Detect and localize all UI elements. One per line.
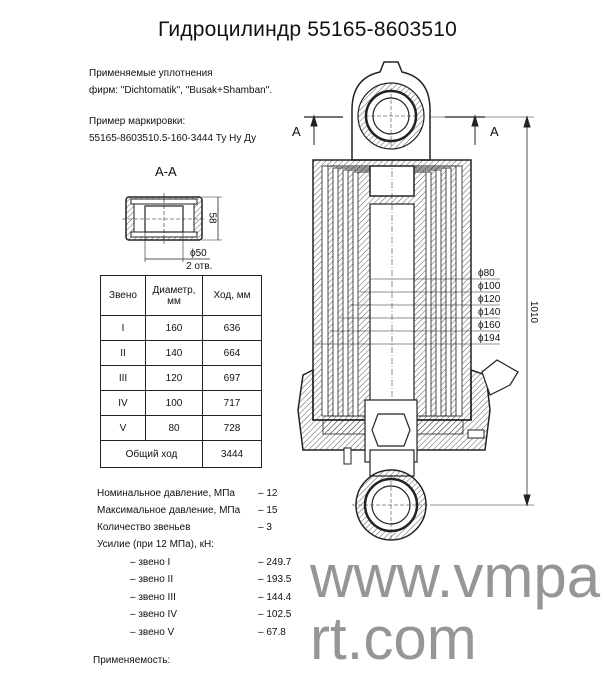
force-item-label: – звено IV [130,609,177,620]
cell-stage: III [100,365,146,391]
section-dim-diameter: ϕ50 [190,248,207,259]
table-header-row: Звено Диаметр, мм Ход, мм [100,275,262,316]
cell-stroke: 697 [202,365,262,391]
cell-stroke: 636 [202,315,262,341]
cylinder-base [297,359,519,465]
cell-diameter: 100 [145,390,203,416]
diameter-label: ϕ194 [478,333,501,344]
section-a-a-view [122,193,222,262]
cell-diameter: 160 [145,315,203,341]
marking-label: Пример маркировки: [89,116,186,127]
diameter-label: ϕ160 [478,320,501,331]
force-item-value: – 144.4 [258,592,292,603]
force-item-value: – 67.8 [258,627,286,638]
drawing-title: Гидроцилиндр 55165-8603510 [158,18,457,41]
applicability-label: Применяемость: [93,655,171,666]
section-dim-count: 2 отв. [186,261,213,272]
diameter-label: ϕ120 [478,294,501,305]
cell-diameter: 120 [145,365,203,391]
cell-diameter: 140 [145,340,203,366]
force-item-label: – звено III [130,592,176,603]
force-item-value: – 102.5 [258,609,292,620]
overall-length-dimension [430,115,534,507]
header-diameter: Диаметр, мм [145,275,203,316]
spec-value: – 3 [258,522,272,533]
cell-stage: V [100,415,146,441]
force-item-label: – звено I [130,557,171,568]
cell-stage: IV [100,390,146,416]
force-item-value: – 249.7 [258,557,292,568]
spec-label: Максимальное давление, МПа [97,505,241,516]
cut-label-left: А [292,124,301,139]
diameter-leaders [313,278,500,345]
spec-value: – 15 [258,505,278,516]
diameter-label: ϕ80 [478,268,495,279]
force-item-value: – 193.5 [258,574,292,585]
spec-label: Количество звеньев [97,522,191,533]
header-stage: Звено [100,275,146,316]
force-item-label: – звено V [130,627,175,638]
marking-example: 55165-8603510.5-160-3444 Ту Ну Ду [89,133,257,144]
seals-line-1: Применяемые уплотнения [89,68,213,79]
seals-line-2: фирм: "Dichtomatik", "Busak+Shamban". [89,85,273,96]
force-label: Усилие (при 12 МПа), кН: [97,539,214,550]
cut-label-right: А [490,124,499,139]
cell-stage: II [100,340,146,366]
section-title: А-А [155,164,177,179]
diameter-label: ϕ140 [478,307,501,318]
cell-stage: I [100,315,146,341]
cell-stroke: 664 [202,340,262,366]
diameter-label: ϕ100 [478,281,501,292]
spec-label: Номинальное давление, МПа [97,488,235,499]
cell-stroke: 717 [202,390,262,416]
cell-stroke: 728 [202,415,262,441]
total-value: 3444 [202,440,262,468]
section-dim-height: 58 [206,212,218,224]
spec-value: – 12 [258,488,278,499]
top-mounting-eye [351,61,431,161]
total-label: Общий ход [100,440,203,468]
cell-diameter: 80 [145,415,203,441]
bottom-mounting-eye [352,449,430,541]
header-stroke: Ход, мм [202,275,262,316]
force-item-label: – звено II [130,574,174,585]
overall-length-label: 1010 [528,300,540,324]
